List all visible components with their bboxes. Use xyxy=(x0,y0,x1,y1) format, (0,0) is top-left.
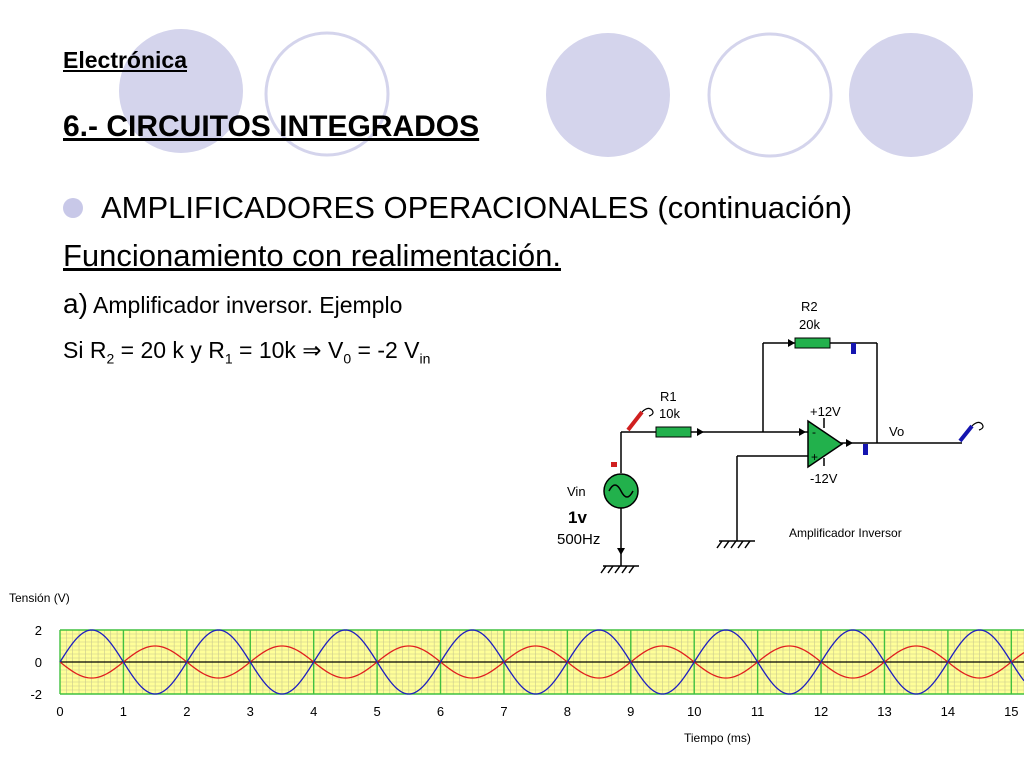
slide-title: 6.- CIRCUITOS INTEGRADOS xyxy=(63,110,480,143)
r1-value: 10k xyxy=(659,406,680,421)
bullet-item: AMPLIFICADORES OPERACIONALES (continuaci… xyxy=(63,190,852,226)
ground-icon xyxy=(600,565,639,574)
formula-part: = 20 k y R xyxy=(114,337,225,363)
vpos-label: +12V xyxy=(810,404,841,419)
item-a: a) Amplificador inversor. Ejemplo xyxy=(63,288,402,320)
y-tick-label: 0 xyxy=(35,655,42,670)
series-line-1 xyxy=(59,645,1024,679)
formula-sub: in xyxy=(419,350,431,367)
x-tick-label: 15 xyxy=(1004,704,1018,719)
ground-icon xyxy=(716,540,755,549)
deco-circle-filled-2 xyxy=(546,33,670,157)
plus-terminal: + xyxy=(811,450,818,464)
decorative-circles xyxy=(119,29,973,158)
x-tick-label: 7 xyxy=(500,704,507,719)
x-tick-label: 8 xyxy=(564,704,571,719)
chart-ylabel: Tensión (V) xyxy=(9,591,70,605)
vin-label: Vin xyxy=(567,484,586,499)
formula-part: = 10k ⇒ V xyxy=(232,337,344,363)
vneg-label: -12V xyxy=(810,471,838,486)
x-tick-label: 0 xyxy=(56,704,63,719)
vout-label: Vo xyxy=(889,424,904,439)
item-letter: a) xyxy=(63,288,88,319)
deco-circle-filled-1 xyxy=(119,29,243,153)
formula-sub: 2 xyxy=(106,350,115,367)
resistor-r2 xyxy=(794,337,831,349)
opamp-symbol xyxy=(807,419,844,469)
x-tick-label: 10 xyxy=(687,704,701,719)
output-probe-icon xyxy=(958,421,984,443)
x-tick-label: 3 xyxy=(247,704,254,719)
probe-marker xyxy=(851,343,856,354)
bullet-dot-icon xyxy=(63,198,83,218)
x-tick-label: 6 xyxy=(437,704,444,719)
y-tick-label: -2 xyxy=(30,687,42,702)
probe-marker xyxy=(611,462,617,467)
r2-value: 20k xyxy=(799,317,820,332)
freq-label: 500Hz xyxy=(557,531,600,548)
formula-part: Si R xyxy=(63,337,107,363)
x-tick-label: 4 xyxy=(310,704,317,719)
deco-circle-outline-1 xyxy=(264,31,390,157)
r2-name: R2 xyxy=(801,299,818,314)
formula-sub: 1 xyxy=(224,350,233,367)
x-tick-label: 5 xyxy=(373,704,380,719)
x-tick-label: 1 xyxy=(120,704,127,719)
x-tick-label: 13 xyxy=(877,704,891,719)
x-tick-label: 11 xyxy=(751,704,765,719)
x-tick-label: 14 xyxy=(941,704,955,719)
series-line-2 xyxy=(59,629,1024,695)
y-tick-label: 2 xyxy=(35,623,42,638)
deco-circle-outline-2 xyxy=(707,32,833,158)
amplitude-label: 1v xyxy=(568,508,587,527)
minus-terminal: - xyxy=(812,425,816,439)
x-tick-label: 12 xyxy=(814,704,828,719)
subject-title: Electrónica xyxy=(63,47,187,73)
item-text: Amplificador inversor. Ejemplo xyxy=(87,292,403,318)
deco-circle-filled-3 xyxy=(849,33,973,157)
formula-part: = -2 V xyxy=(351,337,420,363)
x-tick-label: 9 xyxy=(627,704,634,719)
subheading: Funcionamiento con realimentación. xyxy=(63,238,561,273)
resistor-r1 xyxy=(655,426,692,438)
probe-marker xyxy=(863,444,868,455)
r1-name: R1 xyxy=(660,389,677,404)
inverting-amplifier-circuit: R2 20k R1 10k +12V -12V Vo Vin 500Hz Amp… xyxy=(557,299,984,574)
formula-line: Si R2 = 20 k y R1 = 10k ⇒ V0 = -2 Vin xyxy=(63,337,430,367)
sine-wave-icon xyxy=(608,484,634,498)
input-probe-icon xyxy=(626,407,654,432)
bullet-text: AMPLIFICADORES OPERACIONALES (continuaci… xyxy=(101,190,853,225)
formula-sub: 0 xyxy=(343,350,352,367)
x-tick-label: 2 xyxy=(183,704,190,719)
circuit-caption: Amplificador Inversor xyxy=(789,526,902,540)
chart-xlabel: Tiempo (ms) xyxy=(684,731,751,745)
